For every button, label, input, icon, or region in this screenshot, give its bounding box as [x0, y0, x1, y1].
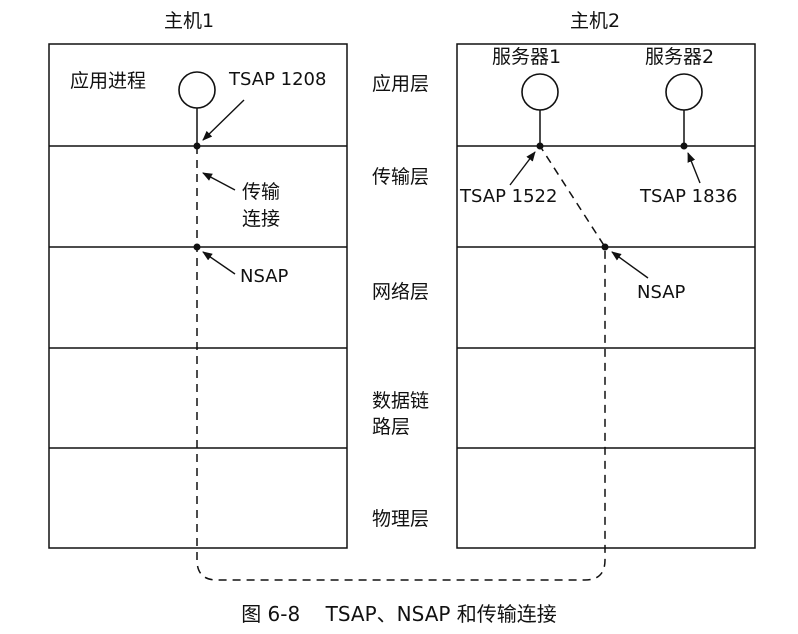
layer-transport: 传输层: [372, 166, 430, 188]
host1-stack: [48, 43, 348, 549]
nsap-host1-arrow: [202, 251, 236, 275]
layer-application: 应用层: [372, 73, 430, 95]
figure-caption: 图 6-8 TSAP、NSAP 和传输连接: [241, 602, 557, 626]
tsap-1208-dot: [193, 142, 201, 150]
tsap-1208-arrow: [202, 99, 245, 141]
layer-datalink-line2: 路层: [372, 416, 411, 438]
tsap-1836-dot: [680, 142, 688, 150]
server1-circle: [521, 73, 559, 111]
connection-label-line2: 连接: [242, 208, 281, 230]
server2-circle: [665, 73, 703, 111]
layer-network: 网络层: [372, 281, 430, 303]
nsap-host1-dot: [193, 243, 201, 251]
nsap-host2-label: NSAP: [637, 282, 686, 303]
layer-physical: 物理层: [372, 508, 430, 530]
host1-box: [48, 43, 348, 549]
tsap-1522-arrow: [509, 151, 536, 186]
tsap-1208-label: TSAP 1208: [229, 69, 327, 90]
transport-connection-path: [196, 145, 606, 581]
process-label: 应用进程: [70, 70, 147, 92]
nsap-host2-dot: [601, 243, 609, 251]
connection-label-line1: 传输: [242, 181, 281, 203]
process-circle: [178, 71, 216, 109]
nsap-host1-label: NSAP: [240, 266, 289, 287]
tsap-1522-dot: [536, 142, 544, 150]
host2-title: 主机2: [570, 10, 621, 32]
layer-datalink-line1: 数据链: [372, 390, 430, 412]
host2-stack: [456, 43, 756, 549]
server1-label: 服务器1: [492, 46, 562, 68]
server2-label: 服务器2: [645, 46, 715, 68]
tsap-1522-label: TSAP 1522: [460, 186, 558, 207]
tsap-1836-label: TSAP 1836: [640, 186, 738, 207]
tsap-1836-arrow: [687, 152, 701, 184]
host1-title: 主机1: [164, 10, 215, 32]
connection-arrow: [202, 172, 236, 191]
nsap-host2-arrow: [611, 251, 649, 279]
host2-box: [456, 43, 756, 549]
